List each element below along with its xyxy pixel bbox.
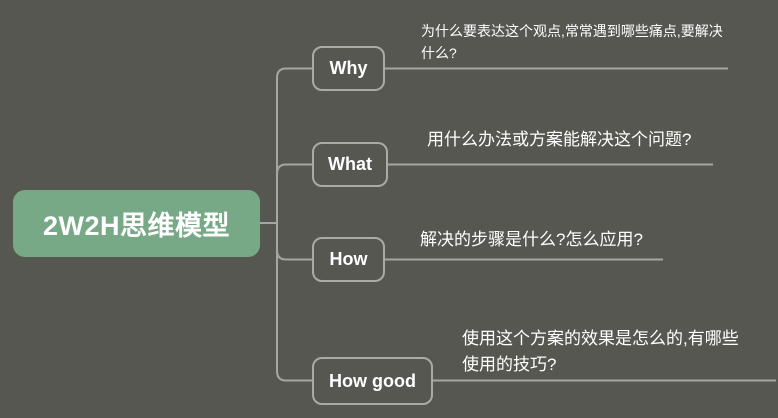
branch-node-why-label: Why [329,58,368,78]
root-topic[interactable]: 2W2H思维模型 [13,190,260,257]
root-topic-label: 2W2H思维模型 [42,211,230,241]
branch-node-what-label: What [328,154,372,174]
branch-node-how-good-label: How good [329,370,416,391]
connector-branch-why [276,67,312,223]
branch-node-how-good[interactable]: How good [312,357,433,405]
branch-description-how-good[interactable]: 使用这个方案的效果是怎么的,有哪些使用的技巧? [462,329,739,374]
branch-node-what[interactable]: What [312,142,388,187]
connector-branch-how-good [276,223,312,382]
branch-node-why[interactable]: Why [312,46,385,91]
connector-branch-what [276,163,312,223]
branch-node-how-label: How [329,249,368,269]
branch-description-why[interactable]: 为什么要表达这个观点,常常遇到哪些痛点,要解决什么? [421,23,723,61]
connector-branch-how [276,223,312,261]
branch-node-how[interactable]: How [312,237,385,282]
branch-description-what[interactable]: 用什么办法或方案能解决这个问题? [427,130,692,149]
branch-description-how[interactable]: 解决的步骤是什么?怎么应用? [420,230,643,249]
